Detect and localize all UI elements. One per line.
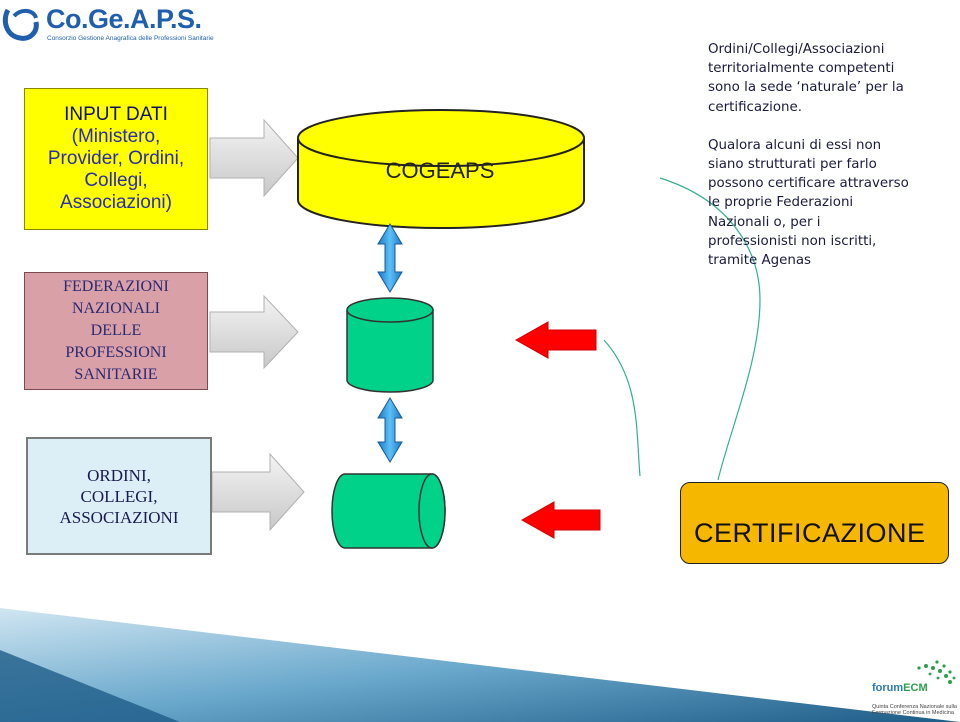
forum-brand: forum	[872, 682, 904, 694]
input-line-5: Associazioni)	[60, 192, 172, 213]
bottom-band-dark	[0, 650, 180, 722]
input-data-box: INPUT DATI (Ministero, Provider, Ordini,…	[24, 88, 208, 230]
forum-ecm-dots	[917, 660, 956, 684]
cogeaps-cylinder	[297, 109, 585, 229]
double-arrow-lower	[377, 397, 403, 463]
certificazione-box	[680, 482, 949, 564]
fed-line-5: SANITARIE	[74, 366, 158, 383]
fed-line-3: DELLE	[90, 322, 142, 339]
certificazione-label: CERTIFICAZIONE	[694, 518, 926, 548]
logo-title: Co.Ge.A.P.S.	[46, 4, 202, 34]
logo-subtitle: Consorzio Gestione Anagrafica delle Prof…	[47, 35, 214, 42]
forum-ecm-subtitle: Quinta Conferenza Nazionale sulla Formaz…	[872, 704, 957, 716]
double-arrow-upper	[377, 223, 403, 293]
ord-line-1: ORDINI,	[87, 465, 151, 485]
ord-line-3: ASSOCIAZIONI	[59, 507, 179, 527]
forum-ecm-logo: forumECM	[872, 682, 928, 694]
fed-line-2: NAZIONALI	[72, 300, 160, 317]
ordini-box: ORDINI, COLLEGI, ASSOCIAZIONI	[26, 437, 212, 555]
fed-line-4: PROFESSIONI	[65, 344, 167, 361]
arrow-ordini-right	[211, 452, 305, 532]
connector-curve-outer	[659, 177, 761, 481]
ord-line-2: COLLEGI,	[80, 486, 158, 506]
green-cylinder-horizontal	[331, 473, 446, 549]
arrow-federazioni-right	[209, 294, 299, 370]
red-arrow-lower	[520, 501, 601, 539]
cogeaps-logo-mark	[2, 8, 39, 41]
note-paragraph-1: Ordini/Collegi/Associazioni territorialm…	[708, 42, 904, 115]
input-line-1: INPUT DATI	[64, 104, 168, 125]
arrow-input-to-cogeaps	[209, 118, 299, 198]
input-line-4: Collegi,	[84, 170, 148, 191]
red-arrow-upper	[514, 321, 597, 359]
cogeaps-label: COGEAPS	[385, 158, 495, 183]
note-paragraph-2: Qualora alcuni di essi non siano struttu…	[708, 137, 909, 269]
forum-brand-accent: ECM	[903, 682, 928, 694]
input-line-3: Provider, Ordini,	[47, 148, 185, 169]
green-cylinder-vertical	[346, 297, 434, 393]
federazioni-box: FEDERAZIONI NAZIONALI DELLE PROFESSIONI …	[24, 272, 208, 390]
input-line-2: (Ministero,	[71, 126, 161, 147]
fed-line-1: FEDERAZIONI	[63, 278, 169, 295]
explanatory-note: Ordini/Collegi/Associazioni territorialm…	[708, 40, 958, 289]
cogeaps-logo: Co.Ge.A.P.S. Consorzio Gestione Anagrafi…	[4, 2, 214, 46]
connector-curve-inner	[603, 339, 641, 477]
bottom-band	[0, 608, 960, 722]
